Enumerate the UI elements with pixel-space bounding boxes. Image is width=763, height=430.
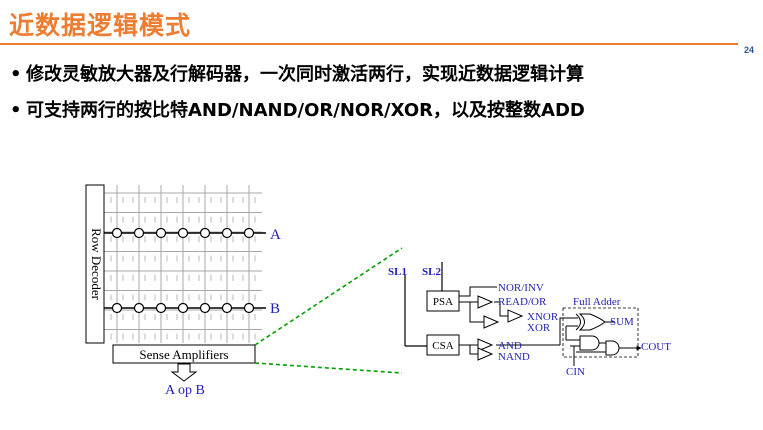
psa-label: PSA bbox=[433, 296, 453, 308]
and-label: AND bbox=[498, 340, 522, 352]
psa-box bbox=[426, 290, 460, 312]
zoom-connector-top bbox=[254, 247, 403, 346]
output-label: A op B bbox=[165, 383, 205, 398]
sl1-label: SL1 bbox=[388, 266, 407, 278]
sum-label: SUM bbox=[610, 316, 634, 328]
active-cell bbox=[221, 227, 233, 239]
active-cell bbox=[243, 227, 255, 239]
output-arrow-icon bbox=[170, 363, 198, 382]
active-cell bbox=[199, 227, 211, 239]
nand-label: NAND bbox=[498, 351, 530, 363]
full-adder-label: Full Adder bbox=[573, 296, 621, 308]
active-cell bbox=[155, 227, 167, 239]
sl2-label: SL2 bbox=[422, 266, 441, 278]
memory-cell-grid bbox=[104, 185, 262, 343]
csa-label: CSA bbox=[432, 340, 453, 352]
active-cell bbox=[177, 302, 189, 314]
row-b-label: B bbox=[270, 301, 280, 317]
logic-gates bbox=[477, 295, 524, 361]
xor-gate bbox=[575, 313, 606, 331]
xnor-label: XNOR bbox=[527, 311, 559, 323]
active-cell bbox=[155, 302, 167, 314]
row-decoder-label: Row Decoder bbox=[89, 228, 104, 301]
bullet-text: 修改灵敏放大器及行解码器，一次同时激活两行，实现近数据逻辑计算 bbox=[26, 64, 584, 85]
row-decoder-box bbox=[85, 184, 105, 344]
and-gates bbox=[579, 335, 620, 356]
bullet-item: •可支持两行的按比特AND/NAND/OR/NOR/XOR，以及按整数ADD bbox=[10, 100, 585, 121]
page-number: 24 bbox=[743, 45, 754, 55]
bullet-list: •修改灵敏放大器及行解码器，一次同时激活两行，实现近数据逻辑计算 •可支持两行的… bbox=[10, 60, 585, 132]
adder-wires bbox=[559, 317, 638, 366]
psa-output-wires bbox=[459, 286, 560, 355]
full-adder-box bbox=[562, 307, 639, 358]
active-cell bbox=[111, 227, 123, 239]
active-cell bbox=[111, 302, 123, 314]
active-cell bbox=[243, 302, 255, 314]
active-cell bbox=[177, 227, 189, 239]
activated-rows bbox=[104, 227, 266, 314]
active-cell bbox=[133, 227, 145, 239]
bullet-item: •修改灵敏放大器及行解码器，一次同时激活两行，实现近数据逻辑计算 bbox=[10, 64, 584, 85]
read-or-label: READ/OR bbox=[498, 296, 547, 308]
sense-amplifiers-label: Sense Amplifiers bbox=[139, 347, 228, 362]
active-cell bbox=[133, 302, 145, 314]
zoom-connector-bottom bbox=[254, 362, 403, 374]
sense-amplifiers-box bbox=[112, 344, 256, 364]
xor-label: XOR bbox=[527, 322, 551, 334]
active-cell bbox=[199, 302, 211, 314]
active-cell bbox=[221, 302, 233, 314]
row-a-label: A bbox=[270, 227, 281, 243]
cin-label: CIN bbox=[566, 366, 585, 378]
bullet-text: 可支持两行的按比特AND/NAND/OR/NOR/XOR，以及按整数ADD bbox=[26, 100, 585, 121]
slide-title: 近数据逻辑模式 bbox=[9, 11, 192, 40]
title-divider bbox=[0, 43, 738, 45]
nor-inv-label: NOR/INV bbox=[498, 282, 544, 294]
cout-label: COUT bbox=[641, 341, 671, 353]
